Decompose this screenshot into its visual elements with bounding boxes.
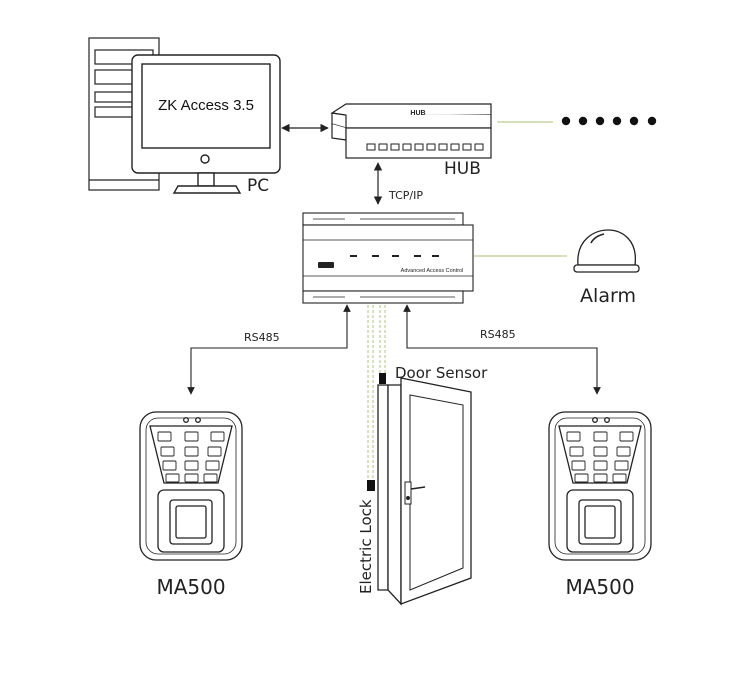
door-sensor-label: Door Sensor: [395, 364, 488, 382]
more-devices-dots: [561, 116, 657, 126]
pc-computer: ZK Access 3.5 PC: [88, 37, 281, 196]
access-controller: [302, 212, 474, 304]
network-hub: [330, 103, 492, 159]
rs485-right-label: RS485: [480, 328, 516, 341]
door: [377, 377, 472, 606]
reader-right: [548, 411, 652, 561]
reader-right-label: MA500: [565, 575, 634, 599]
pc-monitor: [131, 54, 281, 194]
reader-left: [139, 411, 243, 561]
hub-body-text: HUB: [410, 110, 425, 117]
alarm-device: [573, 229, 640, 273]
electric-lock-label: Electric Lock: [357, 499, 375, 594]
tcpip-label: TCP/IP: [388, 189, 423, 202]
rs485-left-label: RS485: [244, 331, 280, 344]
lock-sensor-wires: [367, 305, 386, 486]
rs485-right-link: [403, 304, 601, 395]
pc-label: PC: [247, 176, 269, 196]
alarm-label: Alarm: [580, 285, 636, 307]
controller-text: Advanced Access Control: [401, 268, 464, 274]
electric-lock-block: [367, 480, 375, 491]
rs485-left-link: [187, 304, 351, 395]
hub-label: HUB: [444, 159, 481, 179]
monitor-screen-text: ZK Access 3.5: [158, 97, 254, 114]
door-sensor-block: [379, 373, 386, 384]
reader-left-label: MA500: [156, 575, 225, 599]
